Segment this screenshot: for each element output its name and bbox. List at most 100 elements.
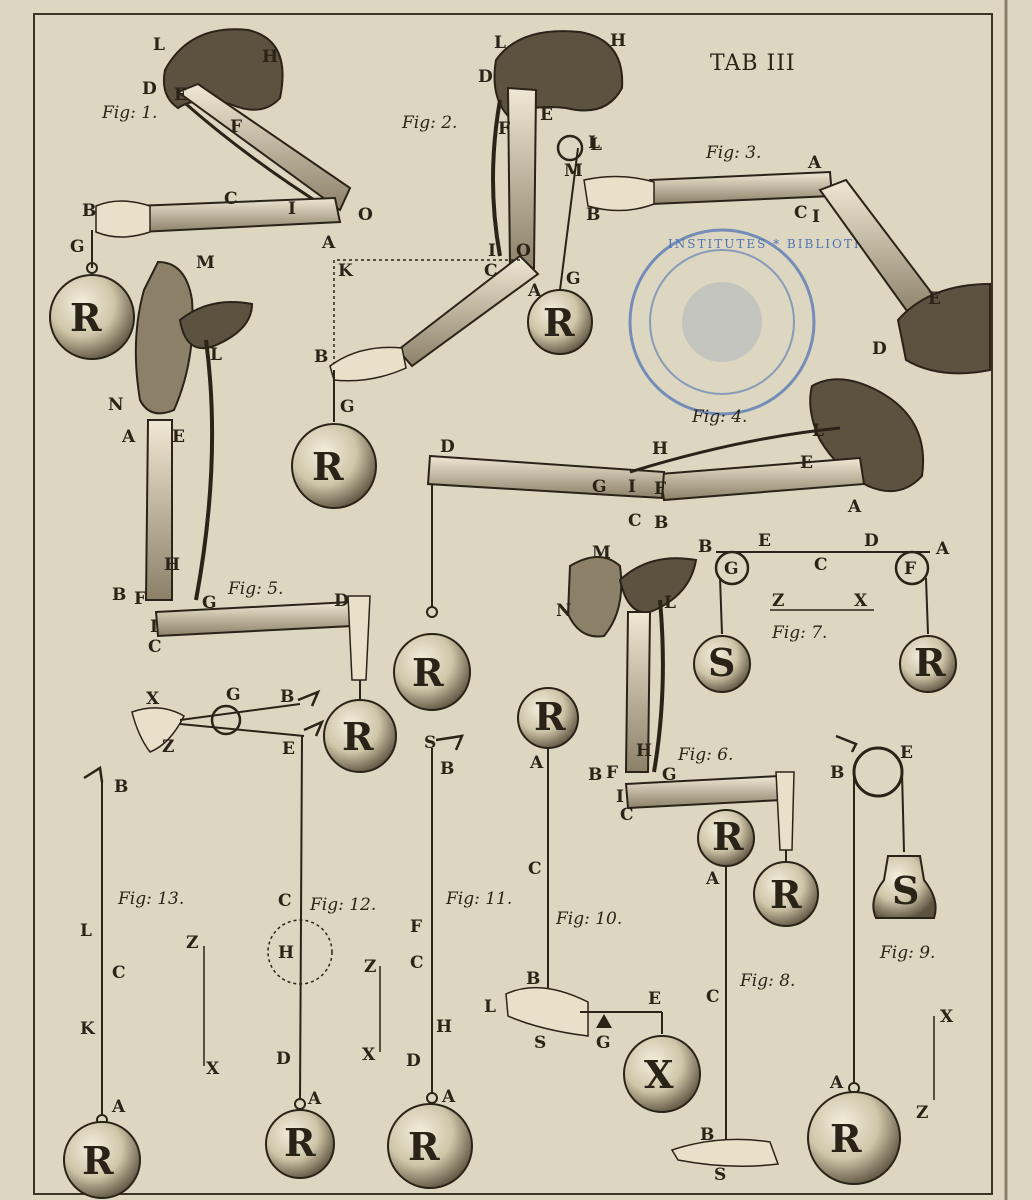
fig3-label-B: B (586, 205, 600, 225)
fig12-label-A: A (307, 1089, 322, 1109)
fig9-caption: Fig: 9. (879, 943, 935, 963)
figure-9: S R Fig: 9. B E A X Z (807, 734, 954, 1185)
figure-5: R Fig: 5. M L N A E H B F G I C D (108, 253, 397, 773)
fig8-weight-label: R (712, 814, 744, 859)
fig4-label-H: H (652, 439, 668, 459)
fig11-weight-label: R (408, 1124, 440, 1169)
fig5-label-E: E (172, 427, 185, 447)
fig5-label-F: F (134, 589, 146, 609)
fig7-label-D: D (864, 531, 879, 551)
fig12-label-D: D (276, 1049, 291, 1069)
fig12-weight-label: R (284, 1120, 316, 1165)
fig4-label-D: D (440, 437, 455, 457)
fig13-weight-label: R (82, 1138, 114, 1183)
fig12-label-Z2: Z (364, 957, 376, 977)
fig2-upper-arm (506, 86, 538, 269)
fig12-hook-top (297, 689, 321, 707)
fig1-label-O: O (358, 205, 373, 225)
fig12-cord (299, 735, 303, 1101)
fig5-label-C: C (148, 637, 162, 657)
fig9-label-E: E (900, 743, 913, 763)
fig2-left-weight-label: R (312, 444, 344, 489)
fig3-caption: Fig: 3. (705, 143, 761, 163)
fig8-hand (670, 1138, 780, 1167)
figure-12: R Fig: 12. X Z G B E C H D A Z X (131, 685, 381, 1179)
fig12-top-cord (179, 703, 301, 721)
fig6-shoulder-blade (618, 557, 698, 614)
fig6-label-L: L (664, 593, 676, 613)
fig13-label-C: C (112, 963, 126, 983)
fig2-label-L2: L (588, 133, 600, 153)
fig10-label-L: L (484, 997, 496, 1017)
fig1-label-D: D (142, 79, 157, 99)
fig10-x-weight-ball (623, 1035, 701, 1113)
fig2-forearm (396, 254, 540, 368)
fig9-hook (835, 734, 858, 753)
fig4-label-B: B (654, 513, 668, 533)
fig12-label-G: G (226, 685, 241, 705)
fig12-weight-ball (265, 1109, 335, 1179)
fig12-label-Z: Z (162, 737, 174, 757)
fig5-spine (134, 260, 194, 415)
fig5-label-G: G (202, 593, 217, 613)
fig5-upper-arm (144, 419, 173, 601)
fig4-label-F: F (654, 479, 666, 499)
fig13-weight-ball (63, 1121, 141, 1199)
fig12-label-E: E (282, 739, 295, 759)
fig1-weight-ring (86, 262, 98, 274)
fig11-label-F: F (410, 917, 422, 937)
fig9-weight-label: R (830, 1116, 862, 1161)
fig13-label-K: K (80, 1019, 96, 1039)
fig10-label-G: G (596, 1033, 611, 1053)
fig3-label-D: D (872, 339, 887, 359)
fig4-label-A: A (847, 497, 862, 517)
fig6-label-C: C (620, 805, 634, 825)
fig5-hand (347, 595, 371, 681)
fig7-label-A: A (935, 539, 950, 559)
library-stamp: INSTITUTES * BIBLIOTH (628, 228, 864, 416)
fig11-label-H: H (436, 1017, 452, 1037)
fig7-label-C: C (814, 555, 828, 575)
fig5-shoulder-blade (178, 301, 254, 350)
fig10-label-S: S (534, 1033, 546, 1053)
fig7-caption: Fig: 7. (771, 623, 827, 643)
fig2-right-weight-ball (527, 289, 593, 355)
fig9-bell-weight (872, 855, 937, 919)
fig10-label-A: A (529, 753, 544, 773)
fig12-hand (131, 707, 185, 753)
fig7-weight-r-label: R (914, 640, 946, 685)
fig3-hand (583, 175, 655, 212)
fig7-label-E: E (758, 531, 771, 551)
fig12-dotted-circle (267, 919, 333, 985)
stamp-emblem (682, 282, 762, 362)
fig4-weight-ball (393, 633, 471, 711)
fig2-dotted-line (333, 259, 520, 364)
fig7-weight-s-label: S (708, 640, 735, 685)
fig4-label-I: I (628, 477, 636, 497)
fig5-label-L: L (210, 345, 222, 365)
fig6-spine (566, 556, 623, 638)
figure-4: R Fig: 4. D L H E G I F C B A (393, 378, 924, 711)
fig9-cord-s (901, 771, 905, 853)
fig11-weight-ball (387, 1103, 473, 1189)
fig1-weight-label: R (70, 295, 102, 340)
fig10-x-weight-label: X (644, 1052, 674, 1097)
fig7-label-G: G (724, 559, 739, 579)
fig6-label-N: N (556, 601, 572, 621)
fig11-weight-ring (426, 1092, 438, 1104)
fig1-label-E: E (174, 85, 187, 105)
fig5-label-B: B (112, 585, 126, 605)
fig6-hand (775, 771, 795, 851)
fig3-label-L: L (590, 135, 602, 155)
fig1-weight-ball (49, 274, 135, 360)
fig7-pulley-f (894, 550, 930, 586)
figure-7: S R Fig: 7. B E D A G C F Z X (693, 531, 957, 693)
fig9-label-A: A (829, 1073, 844, 1093)
figure-11: R Fig: 11. S B F C H D A (387, 733, 512, 1189)
fig5-label-H: H (164, 555, 180, 575)
plate-title: TAB III (710, 51, 796, 76)
fig3-label-A: A (807, 153, 822, 173)
fig6-label-B: B (588, 765, 602, 785)
fig1-label-A: A (321, 233, 336, 253)
